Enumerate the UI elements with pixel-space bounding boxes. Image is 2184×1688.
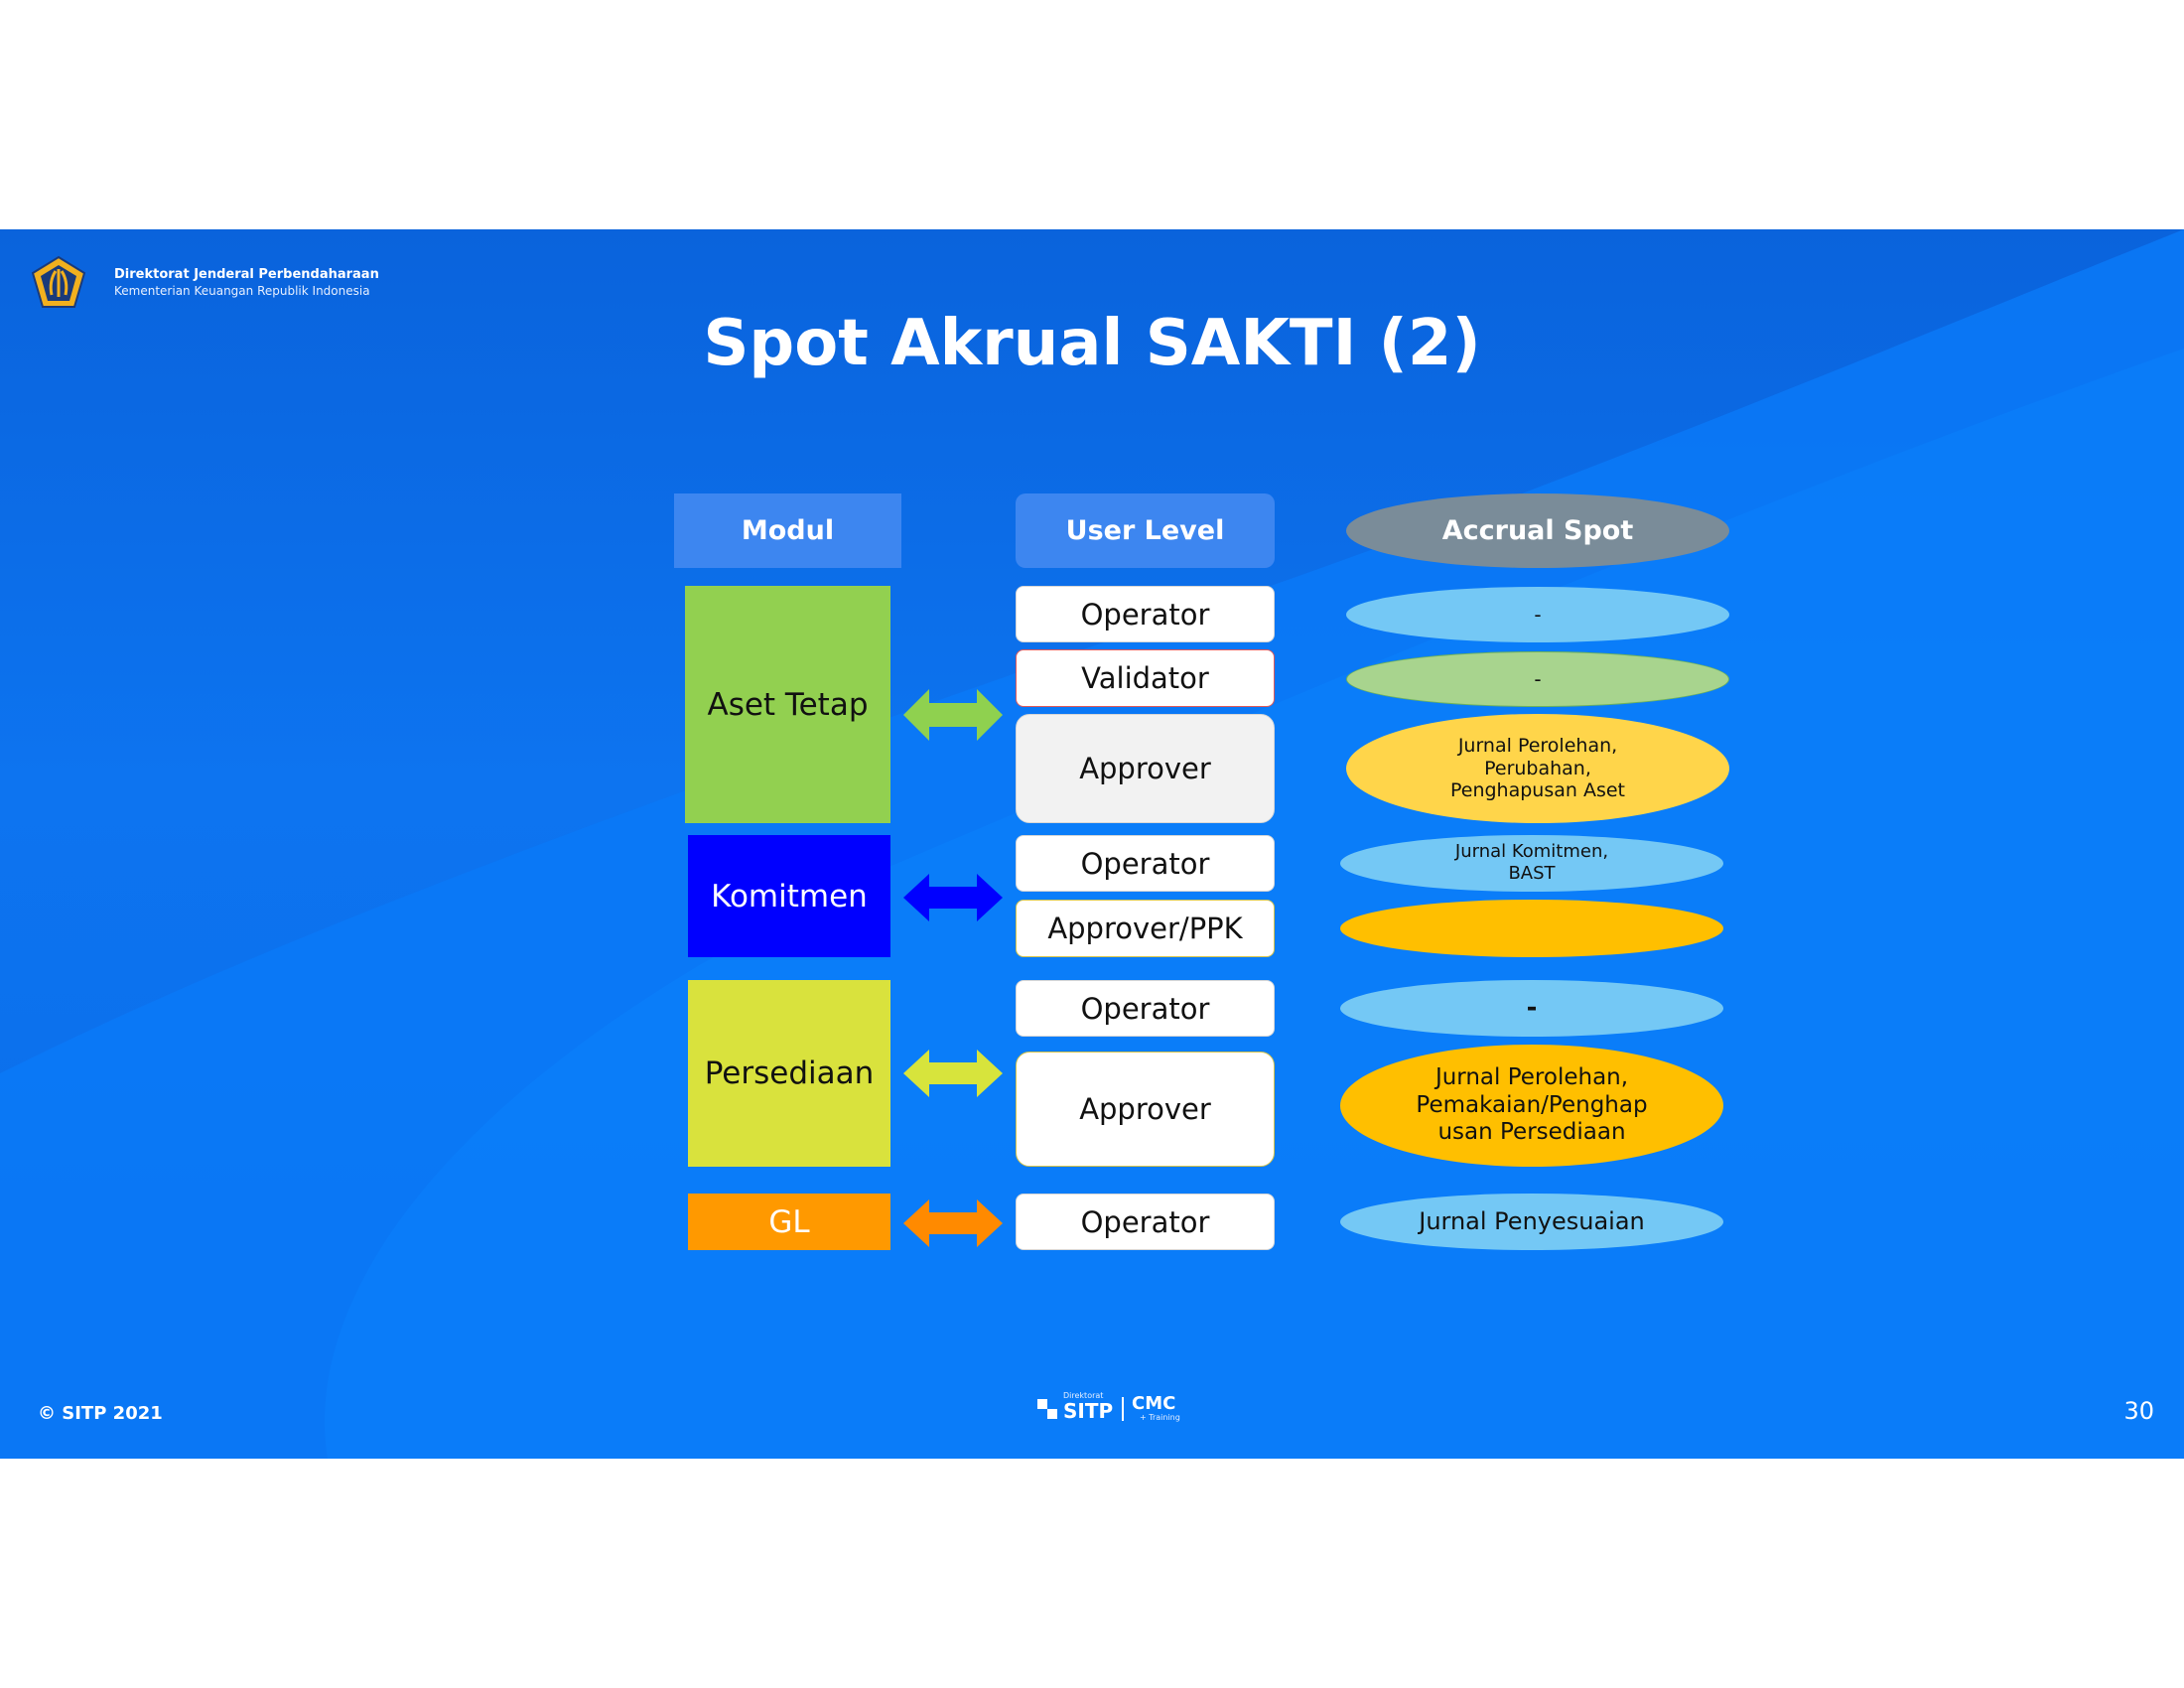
sitp-cmc-logo: Direktorat SITP CMC + Training <box>1037 1391 1186 1427</box>
spot-text-line: Jurnal Komitmen, <box>1454 841 1609 862</box>
org-subtitle: Kementerian Keuangan Republik Indonesia <box>114 284 370 298</box>
spot-text: - <box>1534 603 1542 627</box>
logo-cmc-text: CMC <box>1132 1393 1176 1414</box>
column-header-modul: Modul <box>674 493 901 568</box>
spot-text: - <box>1534 667 1542 691</box>
spot-text-line: Jurnal Perolehan, <box>1457 734 1618 757</box>
copyright-text: © SITP 2021 <box>38 1403 163 1424</box>
spot-text-line: Pemakaian/Penghap <box>1416 1091 1648 1118</box>
page-number: 30 <box>2123 1397 2154 1425</box>
page-title: Spot Akrual SAKTI (2) <box>703 307 1481 380</box>
double-arrow-blue-icon <box>903 874 1003 921</box>
spot-text: Jurnal Penyesuaian <box>1419 1207 1645 1236</box>
column-header-user-level: User Level <box>1016 493 1275 568</box>
logo-training-text: + Training <box>1140 1413 1180 1422</box>
spot-text-line: usan Persediaan <box>1437 1119 1626 1146</box>
double-arrow-green-icon <box>903 689 1003 741</box>
spot-gl-operator: Jurnal Penyesuaian <box>1340 1194 1723 1250</box>
level-komitmen-operator: Operator <box>1016 835 1275 892</box>
level-aset-tetap-operator: Operator <box>1016 586 1275 642</box>
ministry-emblem-icon <box>31 255 86 308</box>
spot-aset-tetap-operator: - <box>1346 587 1729 642</box>
spot-persediaan-approver: Jurnal Perolehan, Pemakaian/Penghap usan… <box>1340 1045 1723 1167</box>
module-aset-tetap: Aset Tetap <box>685 586 890 823</box>
level-aset-tetap-approver: Approver <box>1016 714 1275 823</box>
logo-divider <box>1122 1397 1124 1421</box>
module-gl: GL <box>688 1194 890 1250</box>
spot-komitmen-operator: Jurnal Komitmen, BAST <box>1340 835 1723 892</box>
sitp-blocks-icon <box>1037 1399 1057 1419</box>
spot-text-line: Penghapusan Aset <box>1449 779 1626 802</box>
double-arrow-yellow-icon <box>903 1050 1003 1097</box>
spot-aset-tetap-approver: Jurnal Perolehan, Perubahan, Penghapusan… <box>1346 714 1729 823</box>
level-persediaan-approver: Approver <box>1016 1052 1275 1167</box>
spot-text-line: Perubahan, <box>1484 757 1591 779</box>
spot-aset-tetap-validator: - <box>1346 651 1729 707</box>
level-persediaan-operator: Operator <box>1016 980 1275 1037</box>
spot-text: - <box>1526 992 1538 1023</box>
double-arrow-orange-icon <box>903 1199 1003 1247</box>
level-gl-operator: Operator <box>1016 1194 1275 1250</box>
logo-small-text: Direktorat <box>1063 1391 1104 1400</box>
level-komitmen-approver-ppk: Approver/PPK <box>1016 900 1275 957</box>
module-komitmen: Komitmen <box>688 835 890 957</box>
level-aset-tetap-validator: Validator <box>1016 649 1275 707</box>
column-header-accrual-spot: Accrual Spot <box>1346 493 1729 568</box>
spot-komitmen-approver-ppk <box>1340 900 1723 957</box>
org-name: Direktorat Jenderal Perbendaharaan <box>114 267 379 282</box>
logo-sitp-text: SITP <box>1063 1399 1114 1423</box>
spot-text-line: Jurnal Perolehan, <box>1434 1064 1629 1091</box>
spot-persediaan-operator: - <box>1340 980 1723 1037</box>
module-persediaan: Persediaan <box>688 980 890 1167</box>
slide: Direktorat Jenderal Perbendaharaan Kemen… <box>0 229 2184 1459</box>
spot-text-line: BAST <box>1508 862 1556 884</box>
